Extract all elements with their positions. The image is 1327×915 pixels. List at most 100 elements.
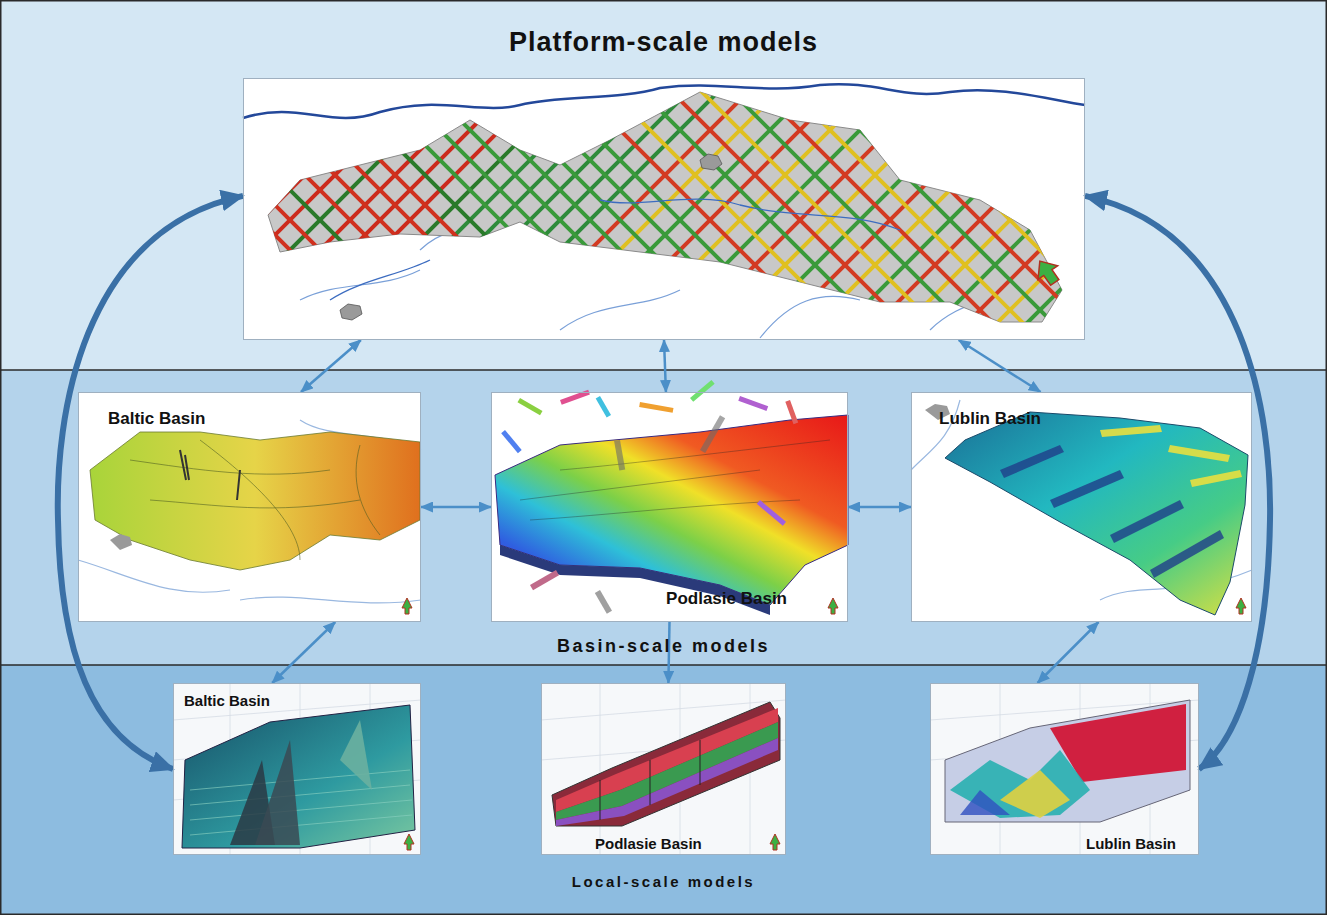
grid-line [910,0,1327,420]
link-arrow [959,340,1041,392]
grid-line [340,0,760,420]
link-arrow [848,506,911,509]
grid-line [330,0,750,420]
grid-line [970,0,1327,420]
grid-line [1050,0,1327,420]
grid-line [240,0,660,420]
grid-line [880,0,1300,420]
grid-line [820,0,1240,420]
grid-line [280,0,700,420]
grid-line [730,0,1150,420]
grid-line [550,0,970,420]
band-title: Basin-scale models [557,636,770,658]
band-divider [0,664,1327,666]
podlasie-basin-model [491,380,848,622]
baltic-basin-model [78,392,421,622]
grid-line [40,0,460,420]
grid-line [510,0,930,420]
grid-line [0,0,250,420]
grid-line [1030,0,1327,420]
grid-line [1020,0,1327,420]
basin-label: Lublin Basin [939,409,1041,429]
grid-line [570,0,990,420]
grid-line [630,0,1050,420]
middle-band [0,370,1327,665]
grid-line [210,0,630,420]
grid-line [270,0,690,420]
grid-line [190,0,610,420]
platform-map-frame [243,78,1085,340]
grid-line [670,0,1090,420]
baltic-local-model [173,683,421,855]
link-arrow [664,340,666,392]
grid-line [610,0,1030,420]
grid-line [1080,0,1327,420]
grid-line [780,0,1200,420]
grid-line [750,0,1170,420]
grid-line [540,0,960,420]
grid-line [0,0,360,420]
grid-line [310,0,730,420]
grid-line [390,0,810,420]
band-title: Local-scale models [572,873,755,891]
grid-line [220,0,640,420]
link-arrow [1038,622,1099,683]
basin-model: Lublin Basin [911,392,1252,622]
grid-line [90,0,510,420]
grid-line [100,0,520,420]
grid-line [250,0,670,420]
grid-line [990,0,1327,420]
grid-line [0,0,370,420]
grid-line [640,0,1060,420]
grid-line [420,0,840,420]
grid-line [430,0,850,420]
grid-line [30,0,450,420]
basin-model: Podlasie Basin [491,392,848,622]
band-node: Platform-scale models [0,0,1327,370]
grid-line [870,0,1290,420]
grid-line [790,0,1210,420]
top-band [0,0,1327,370]
band-divider [0,369,1327,371]
model-label: Baltic Basin [184,692,270,710]
grid-line [760,0,1180,420]
grid-line [460,0,880,420]
grid-line [600,0,1020,420]
grid-line [300,0,720,420]
local-model: Baltic Basin [173,683,421,855]
basin-model: Baltic Basin [78,392,421,622]
grid-line [0,0,220,420]
grid-line [520,0,940,420]
grid-line [0,0,280,420]
model-label: Lublin Basin [1086,835,1176,853]
grid-line [70,0,490,420]
grid-line [580,0,1000,420]
grid-line [0,0,340,420]
grid-line [10,0,430,420]
grid-line [480,0,900,420]
band-node: Basin-scale models Baltic Basin Podlasie B… [0,370,1327,665]
grid-line [1000,0,1327,420]
grid-line [150,0,570,420]
model-label: Podlasie Basin [595,835,702,853]
lublin-basin-model [911,392,1252,622]
grid-line [900,0,1320,420]
grid-line [400,0,820,420]
link-arrow [301,340,361,392]
grid-line [720,0,1140,420]
grid-line [0,0,310,420]
grid-line [490,0,910,420]
basin-label: Baltic Basin [108,409,205,429]
band-title: Platform-scale models [509,26,818,58]
grid-line [1060,0,1327,420]
grid-line [60,0,480,420]
grid-line [360,0,780,420]
grid-line [850,0,1270,420]
grid-line [0,0,420,420]
band-node: Local-scale models Baltic BasinPodlasie B… [0,665,1327,915]
grid-line [0,0,300,420]
grid-line [810,0,1230,420]
grid-line [660,0,1080,420]
